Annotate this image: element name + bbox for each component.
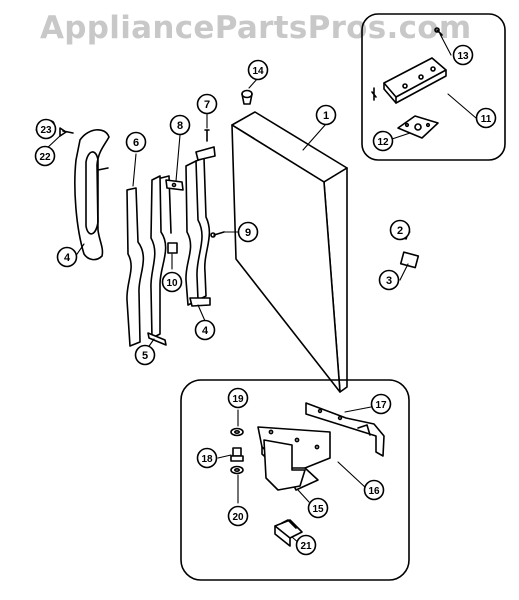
callout-circle: [237, 221, 259, 243]
callout-number: 17: [375, 400, 387, 411]
callout-6: 6: [125, 131, 147, 153]
clip-21: [274, 519, 303, 547]
callout-8: 8: [169, 114, 191, 136]
callout-number: 21: [300, 541, 312, 552]
callout-number: 7: [204, 99, 210, 111]
callout-4: 4: [194, 319, 216, 341]
callout-number: 4: [202, 325, 209, 337]
callout-circle: [295, 534, 317, 556]
callout-number: 20: [232, 512, 244, 523]
trim-strip-4: [185, 146, 216, 307]
callout-number: 10: [166, 278, 178, 289]
callout-circle: [161, 271, 183, 293]
callout-circle: [35, 118, 57, 140]
callout-22: 22: [34, 145, 56, 167]
door-panel: [231, 111, 420, 393]
callout-16: 16: [363, 479, 385, 501]
callout-circle: [34, 145, 56, 167]
callout-circle: [194, 319, 216, 341]
callout-circle: [56, 246, 78, 268]
callout-21: 21: [295, 534, 317, 556]
callout-20: 20: [227, 505, 249, 527]
callout-circle: [227, 387, 249, 409]
callout-17: 17: [370, 393, 392, 415]
callout-number: 4: [64, 252, 71, 264]
callout-12: 12: [372, 130, 394, 152]
callout-1: 1: [315, 104, 337, 126]
callout-23: 23: [35, 118, 57, 140]
callout-number: 23: [40, 125, 52, 136]
trim-strip-6: [126, 187, 145, 347]
hinge-17: [305, 402, 385, 457]
leader-lines: [35, 33, 477, 545]
callout-circle: [363, 479, 385, 501]
inset-box-hinge-bottom: [180, 379, 410, 581]
callout-circle: [307, 497, 329, 519]
inset-box-hinge-top: [361, 13, 506, 161]
callout-circle: [378, 269, 400, 291]
screw-7: [204, 129, 210, 142]
callout-number: 5: [142, 350, 148, 362]
callout-circle: [247, 59, 269, 81]
callout-number: 6: [133, 137, 139, 149]
cap-14: [241, 89, 253, 105]
watermark: AppliancePartsPros.com: [40, 10, 472, 46]
callout-5: 5: [134, 344, 156, 366]
callout-circle: [452, 44, 474, 66]
callout-number: 14: [252, 66, 264, 77]
callout-number: 16: [368, 486, 380, 497]
callout-number: 22: [39, 152, 51, 163]
screw-13: [434, 27, 443, 36]
callout-13: 13: [452, 44, 474, 66]
door-handle: [74, 129, 110, 261]
callout-18: 18: [196, 447, 218, 469]
callout-14: 14: [247, 59, 269, 81]
screw-9: [210, 231, 225, 238]
callout-circle: [372, 130, 394, 152]
trim-strip-5: [147, 175, 172, 346]
callout-number: 15: [312, 504, 324, 515]
callout-circle: [169, 114, 191, 136]
callout-number: 9: [245, 227, 251, 239]
callout-circle: [389, 219, 411, 241]
callout-circle: [315, 104, 337, 126]
callout-number: 1: [323, 110, 329, 122]
callout-2: 2: [389, 219, 411, 241]
bracket-8: [165, 179, 184, 191]
callout-number: 19: [232, 394, 244, 405]
washer-19: [230, 427, 244, 437]
callout-circle: [196, 93, 218, 115]
callout-number: 13: [457, 51, 469, 62]
top-hinge-11: [371, 57, 447, 104]
shim-12: [397, 115, 439, 139]
callout-11: 11: [475, 107, 497, 129]
callout-circle: [370, 393, 392, 415]
washer-20: [230, 465, 244, 475]
callout-7: 7: [196, 93, 218, 115]
screw-22: [59, 127, 74, 137]
callout-number: 11: [481, 114, 492, 125]
callout-circle: [475, 107, 497, 129]
callout-15: 15: [307, 497, 329, 519]
callout-circle: [134, 344, 156, 366]
callout-number: 3: [386, 275, 392, 287]
pin-18: [230, 447, 244, 462]
callout-number: 8: [177, 120, 183, 132]
callout-circle: [125, 131, 147, 153]
hinge-cover-15: [263, 439, 306, 491]
callout-circle: [227, 505, 249, 527]
callout-number: 12: [377, 137, 389, 148]
callout-number: 18: [201, 454, 213, 465]
callout-10: 10: [161, 271, 183, 293]
callout-circle: [196, 447, 218, 469]
callout-number: 2: [397, 225, 403, 237]
callout-4: 4: [56, 246, 78, 268]
callout-9: 9: [237, 221, 259, 243]
callout-19: 19: [227, 387, 249, 409]
spacer-10: [167, 242, 178, 254]
callout-3: 3: [378, 269, 400, 291]
